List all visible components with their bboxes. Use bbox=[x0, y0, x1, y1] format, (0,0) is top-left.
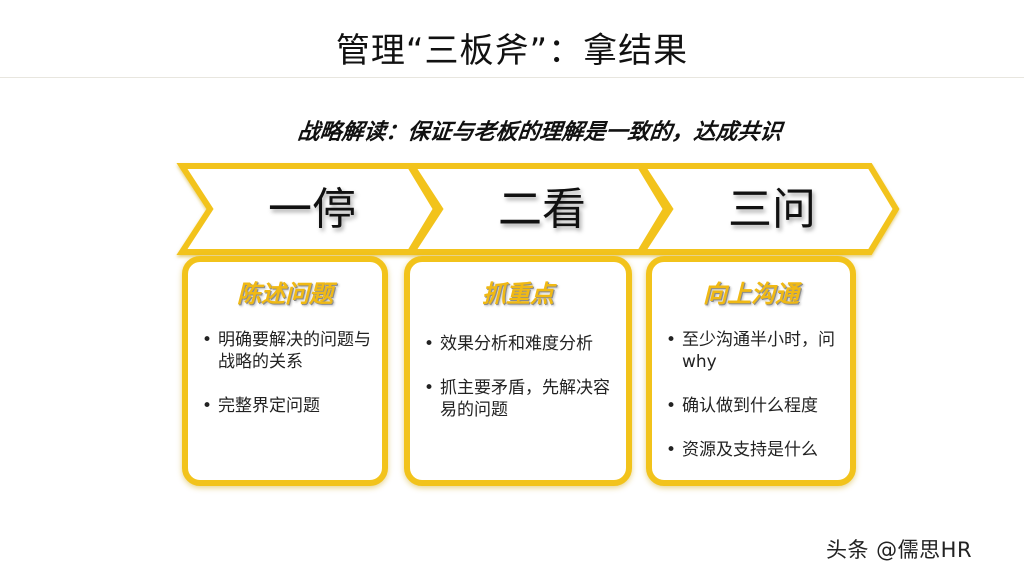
bullet-item: 明确要解决的问题与战略的关系 bbox=[202, 329, 372, 373]
card-heading: 向上沟通 bbox=[703, 280, 799, 308]
slide-subtitle: 战略解读：保证与老板的理解是一致的，达成共识 bbox=[296, 120, 784, 145]
card-state-problem: 陈述问题 明确要解决的问题与战略的关系 完整界定问题 bbox=[182, 256, 388, 486]
chevron-label-stop: 一停 bbox=[268, 184, 356, 235]
bullet-item: 至少沟通半小时，问why bbox=[666, 329, 840, 373]
bullet-item: 抓主要矛盾，先解决容易的问题 bbox=[424, 377, 616, 421]
bullet-item: 完整界定问题 bbox=[202, 395, 372, 417]
slide-title: 管理“三板斧”：拿结果 bbox=[335, 31, 689, 71]
bullet-list: 至少沟通半小时，问why 确认做到什么程度 资源及支持是什么 bbox=[652, 329, 850, 461]
card-heading: 陈述问题 bbox=[237, 280, 333, 308]
bullet-item: 资源及支持是什么 bbox=[666, 439, 840, 461]
bullet-list: 效果分析和难度分析 抓主要矛盾，先解决容易的问题 bbox=[410, 333, 626, 421]
bullet-list: 明确要解决的问题与战略的关系 完整界定问题 bbox=[188, 329, 382, 417]
card-focus-key-points: 抓重点 效果分析和难度分析 抓主要矛盾，先解决容易的问题 bbox=[404, 256, 632, 486]
watermark: 头条 @儒思HR bbox=[826, 538, 973, 562]
bullet-item: 确认做到什么程度 bbox=[666, 395, 840, 417]
card-heading: 抓重点 bbox=[482, 280, 554, 308]
card-upward-communication: 向上沟通 至少沟通半小时，问why 确认做到什么程度 资源及支持是什么 bbox=[646, 256, 856, 486]
bullet-item: 效果分析和难度分析 bbox=[424, 333, 616, 355]
title-bar: 管理“三板斧”：拿结果 bbox=[0, 0, 1024, 78]
chevron-label-ask: 三问 bbox=[728, 184, 816, 235]
chevron-label-look: 二看 bbox=[498, 184, 586, 235]
